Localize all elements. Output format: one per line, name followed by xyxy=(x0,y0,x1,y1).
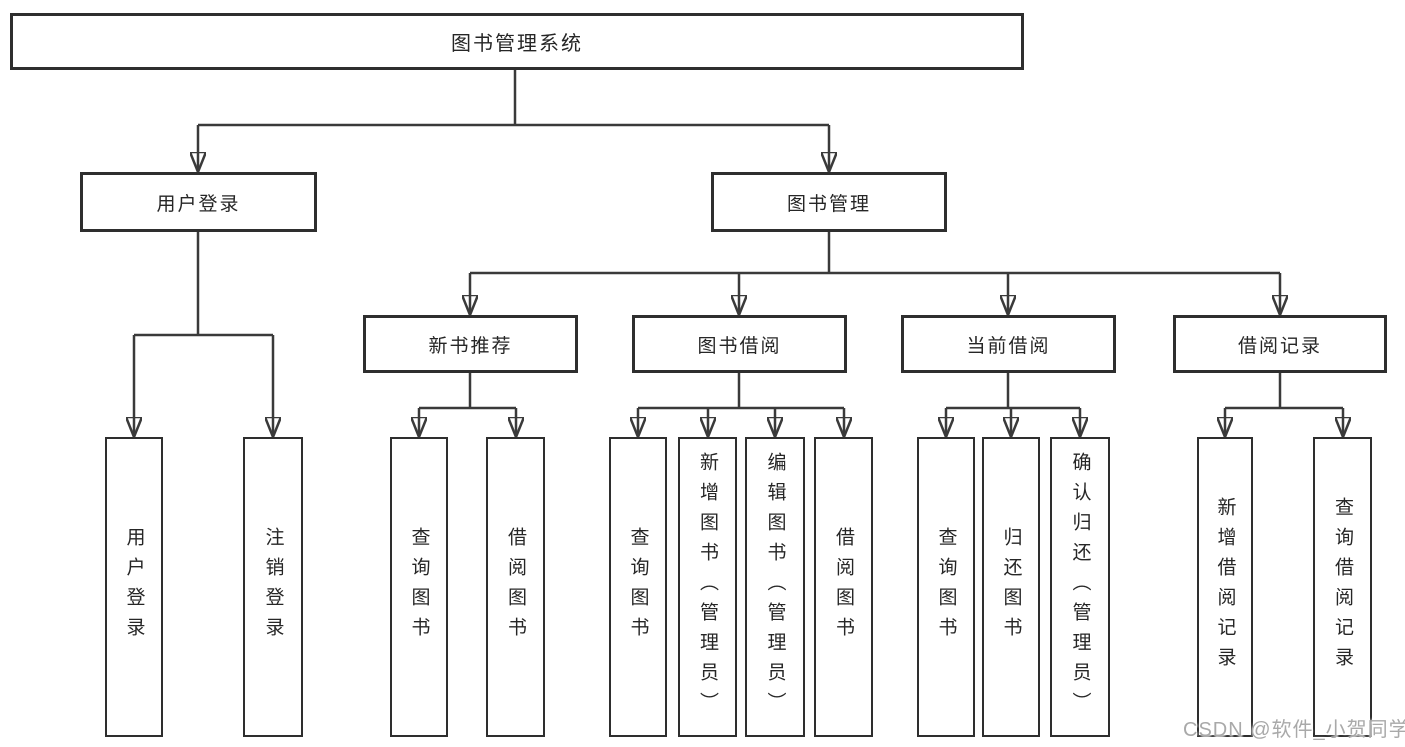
leaf-confirm-return-admin: 确认归还（管理员） xyxy=(1050,437,1110,737)
node-label: 查询图书 xyxy=(935,527,957,647)
leaf-user-login: 用户登录 xyxy=(105,437,163,737)
node-label: 图书管理 xyxy=(786,193,871,215)
node-current-borrowing: 当前借阅 xyxy=(901,315,1116,373)
node-label: 用户登录 xyxy=(123,527,145,647)
leaf-add-borrow-record: 新增借阅记录 xyxy=(1197,437,1253,737)
node-label: 编辑图书（管理员） xyxy=(764,452,786,722)
leaf-borrow-books-borrowing: 借阅图书 xyxy=(814,437,873,737)
connector-user-login xyxy=(134,232,273,435)
leaf-return-books: 归还图书 xyxy=(982,437,1040,737)
node-label: 查询借阅记录 xyxy=(1332,497,1353,677)
node-label: 用户登录 xyxy=(156,193,241,215)
connector-borrowing-records xyxy=(1225,373,1343,435)
connector-book-borrowing xyxy=(638,373,844,435)
connector-new-book-recommend xyxy=(419,373,516,435)
node-borrowing-records: 借阅记录 xyxy=(1173,315,1387,373)
node-label: 新增图书（管理员） xyxy=(697,452,718,722)
node-label: 借阅图书 xyxy=(505,527,526,647)
node-label: 查询图书 xyxy=(627,527,649,647)
leaf-edit-book-admin: 编辑图书（管理员） xyxy=(745,437,805,737)
node-label: 借阅记录 xyxy=(1237,335,1322,357)
leaf-logout: 注销登录 xyxy=(243,437,303,737)
node-label: 注销登录 xyxy=(262,527,284,647)
node-label: 图书借阅 xyxy=(697,335,782,357)
leaf-query-books-borrowing: 查询图书 xyxy=(609,437,667,737)
node-label: 查询图书 xyxy=(408,527,430,647)
watermark: CSDN @软件_小贺同学 xyxy=(1183,719,1405,741)
leaf-query-books-current: 查询图书 xyxy=(917,437,975,737)
node-label: 新书推荐 xyxy=(428,335,513,357)
node-label: 图书管理系统 xyxy=(451,33,583,55)
connector-book-management xyxy=(470,232,1280,313)
node-label: 确认归还（管理员） xyxy=(1069,452,1091,722)
node-label: 当前借阅 xyxy=(966,335,1051,357)
leaf-borrow-books-recommend: 借阅图书 xyxy=(486,437,545,737)
node-book-management: 图书管理 xyxy=(711,172,947,232)
leaf-query-borrow-record: 查询借阅记录 xyxy=(1313,437,1372,737)
node-user-login: 用户登录 xyxy=(80,172,317,232)
node-new-book-recommend: 新书推荐 xyxy=(363,315,578,373)
leaf-add-book-admin: 新增图书（管理员） xyxy=(678,437,737,737)
connector-root xyxy=(198,70,829,170)
node-book-borrowing: 图书借阅 xyxy=(632,315,847,373)
node-label: 新增借阅记录 xyxy=(1214,497,1236,677)
node-label: 借阅图书 xyxy=(833,527,854,647)
connector-current-borrowing xyxy=(946,373,1080,435)
leaf-query-books-recommend: 查询图书 xyxy=(390,437,448,737)
node-label: 归还图书 xyxy=(1000,527,1022,647)
node-root: 图书管理系统 xyxy=(10,13,1024,70)
